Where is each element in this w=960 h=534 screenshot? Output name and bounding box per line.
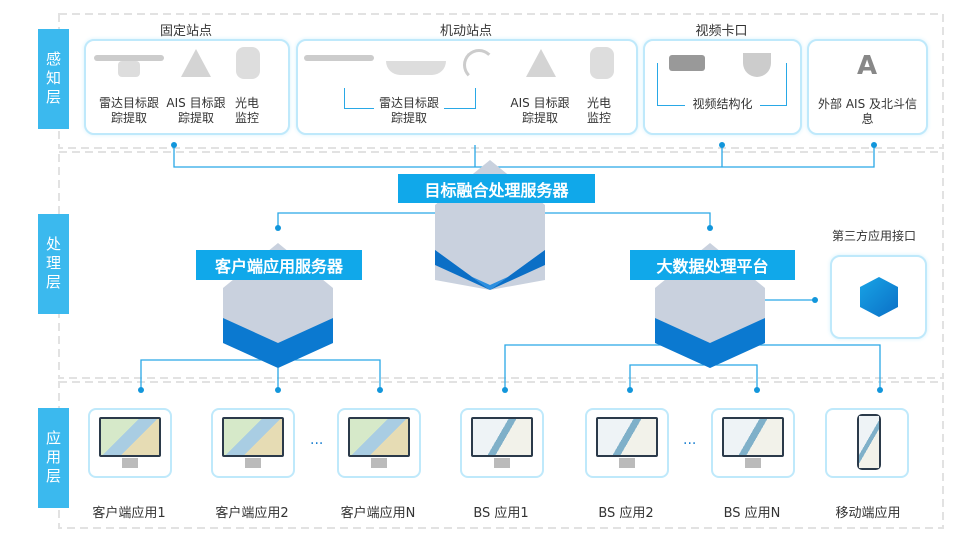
- radar-label: 雷达目标跟踪提取: [374, 96, 444, 126]
- satellite-dish-icon: [463, 49, 495, 81]
- optic-label: 光电监控: [586, 96, 611, 125]
- external-ais-box: A 外部 AIS 及北斗信息: [807, 39, 928, 135]
- fusion-server-label: 目标融合处理服务器: [398, 174, 595, 203]
- radar-icon: [94, 55, 164, 61]
- third-party-box[interactable]: [830, 255, 927, 339]
- radar-icon: [304, 55, 374, 61]
- client-app-n[interactable]: [337, 408, 421, 478]
- ais-antenna-icon: [526, 49, 556, 77]
- layer-application: 应用层: [38, 408, 69, 508]
- camera-icon: [590, 47, 614, 79]
- video-box: 视频结构化: [643, 39, 802, 135]
- third-party-title: 第三方应用接口: [831, 229, 916, 243]
- video-title: 视频卡口: [695, 24, 748, 39]
- ellipsis: ···: [310, 436, 324, 452]
- client-server-label: 客户端应用服务器: [196, 250, 362, 280]
- fixed-station-box: 雷达目标跟踪提取 AIS 目标跟踪提取 光电监控: [84, 39, 290, 135]
- dome-camera-icon: [743, 53, 771, 77]
- app-label: BS 应用1: [473, 506, 529, 521]
- bs-app-1[interactable]: [460, 408, 544, 478]
- mobile-app[interactable]: [825, 408, 909, 478]
- bs-app-2[interactable]: [585, 408, 669, 478]
- bigdata-platform-label: 大数据处理平台: [630, 250, 795, 280]
- app-label: 移动端应用: [835, 506, 901, 521]
- optic-label: 光电监控: [234, 96, 259, 125]
- radome-icon: [386, 61, 446, 75]
- bs-app-n[interactable]: [711, 408, 795, 478]
- layer-perception: 感知层: [38, 29, 69, 129]
- app-label: BS 应用N: [723, 506, 781, 521]
- external-ais-label: 外部 AIS 及北斗信息: [818, 97, 917, 126]
- app-label: 客户端应用N: [340, 506, 416, 521]
- ais-label: AIS 目标跟踪提取: [166, 96, 226, 125]
- ellipsis: ···: [683, 436, 697, 452]
- app-label: 客户端应用2: [215, 506, 289, 521]
- ais-antenna-icon: [181, 49, 211, 77]
- mobile-station-title: 机动站点: [439, 24, 492, 39]
- client-app-1[interactable]: [88, 408, 172, 478]
- camera-icon: [236, 47, 260, 79]
- fixed-station-title: 固定站点: [159, 24, 212, 39]
- antenna-tower-icon: A: [857, 51, 878, 81]
- mobile-station-box: 雷达目标跟踪提取 AIS 目标跟踪提取 光电监控: [296, 39, 638, 135]
- ais-label: AIS 目标跟踪提取: [510, 96, 570, 125]
- layer-processing: 处理层: [38, 214, 69, 314]
- client-app-2[interactable]: [211, 408, 295, 478]
- bullet-camera-icon: [669, 55, 705, 71]
- video-structure-label: 视频结构化: [685, 97, 760, 112]
- app-label: BS 应用2: [598, 506, 654, 521]
- radar-label: 雷达目标跟踪提取: [98, 96, 159, 125]
- cube-icon: [860, 277, 898, 317]
- app-label: 客户端应用1: [92, 506, 166, 521]
